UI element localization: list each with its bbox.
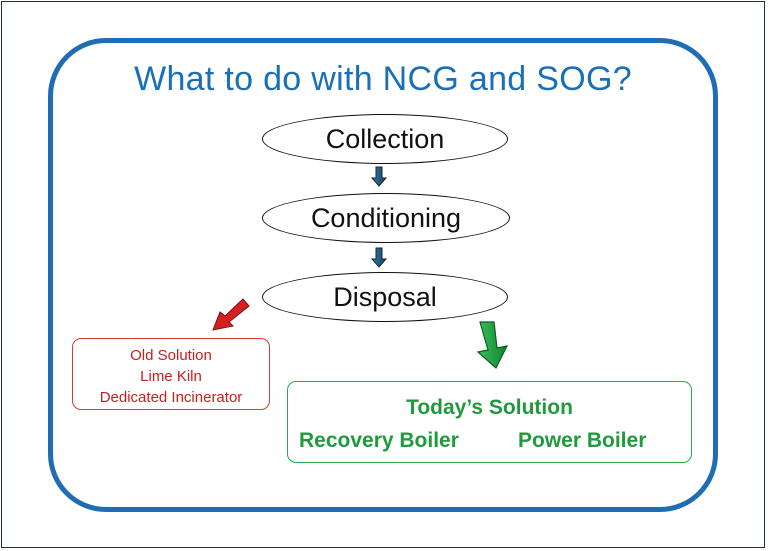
old-solution-box: Old Solution Lime Kiln Dedicated Inciner… <box>72 338 270 410</box>
today-solution-item-recovery-boiler: Recovery Boiler <box>299 429 459 452</box>
step-collection: Collection <box>262 114 508 164</box>
today-solution-item-power-boiler: Power Boiler <box>518 429 647 452</box>
old-solution-heading: Old Solution <box>130 347 212 364</box>
arrow-to-today-solution <box>476 321 509 369</box>
step-conditioning: Conditioning <box>262 193 510 243</box>
slide-title: What to do with NCG and SOG? <box>134 60 632 98</box>
arrow-to-old-solution <box>212 298 250 331</box>
today-solution-box: Today’s Solution Recovery Boiler Power B… <box>287 381 692 463</box>
step-disposal: Disposal <box>262 272 508 322</box>
content-panel <box>48 38 718 512</box>
arrow-collection-to-conditioning <box>370 166 388 187</box>
old-solution-item-lime-kiln: Lime Kiln <box>140 368 202 385</box>
arrow-conditioning-to-disposal <box>370 247 388 268</box>
old-solution-item-incinerator: Dedicated Incinerator <box>99 389 243 406</box>
today-solution-heading: Today’s Solution <box>406 396 573 419</box>
